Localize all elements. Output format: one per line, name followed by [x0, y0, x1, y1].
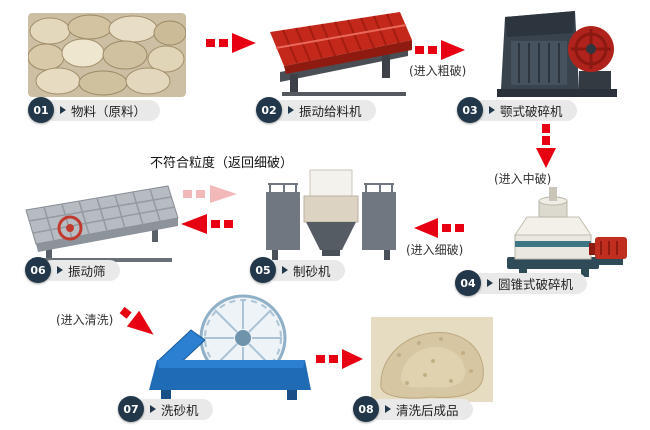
- step-label-pill: 清洗后成品: [369, 398, 473, 420]
- step-08-finished-product: 08 清洗后成品: [353, 396, 473, 422]
- flow-arrow-03-04-down: [536, 124, 556, 168]
- step-label-pill: 物料（原料）: [44, 99, 161, 121]
- step-label: 圆锥式破碎机: [498, 276, 574, 292]
- step-number-badge: 01: [28, 97, 54, 123]
- step-label-pill: 颚式破碎机: [473, 99, 577, 121]
- sand-making-machine-image: [260, 158, 402, 263]
- step-label: 振动给料机: [299, 103, 362, 119]
- vibrating-feeder-image: [262, 10, 414, 98]
- chevron-icon: [385, 405, 391, 413]
- note-enter-fine-crushing: (进入细破): [406, 243, 464, 257]
- step-04-cone-crusher: 04 圆锥式破碎机: [455, 270, 588, 296]
- step-05-sand-maker: 05 制砂机: [250, 257, 345, 283]
- step-07-sand-washer: 07 洗砂机: [118, 396, 213, 422]
- note-enter-medium-crushing: (进入中破): [494, 172, 552, 186]
- step-label-pill: 振动给料机: [272, 99, 376, 121]
- flow-arrow-01-02: [206, 33, 258, 53]
- chevron-icon: [489, 106, 495, 114]
- finished-sand-photo: [371, 317, 493, 402]
- flow-arrow-04-05-left: [412, 218, 464, 238]
- step-number-badge: 07: [118, 396, 144, 422]
- note-enter-washing: (进入清洗): [56, 313, 114, 327]
- return-arrow-06-05: [183, 185, 239, 203]
- step-number-badge: 03: [457, 97, 483, 123]
- flow-arrow-05-06-left: [179, 214, 235, 234]
- step-label: 颚式破碎机: [500, 103, 563, 119]
- step-label: 清洗后成品: [396, 402, 459, 418]
- step-01-raw-material: 01 物料（原料）: [28, 97, 161, 123]
- step-03-jaw-crusher: 03 颚式破碎机: [457, 97, 577, 123]
- chevron-icon: [487, 279, 493, 287]
- chevron-icon: [282, 266, 288, 274]
- step-02-vibrating-feeder: 02 振动给料机: [256, 97, 376, 123]
- step-number-badge: 06: [25, 257, 51, 283]
- step-label: 物料（原料）: [71, 103, 147, 119]
- chevron-icon: [150, 405, 156, 413]
- flow-arrow-07-08: [316, 349, 364, 369]
- chevron-icon: [288, 106, 294, 114]
- cone-crusher-image: [489, 183, 632, 278]
- vibrating-screen-image: [20, 176, 183, 262]
- step-label-pill: 振动筛: [41, 259, 120, 281]
- raw-material-photo: [28, 13, 186, 97]
- jaw-crusher-image: [487, 3, 624, 99]
- note-enter-coarse-crushing: (进入粗破): [409, 64, 467, 78]
- sand-washer-image: [147, 294, 314, 404]
- note-return-fine-crushing: 不符合粒度（返回细破）: [150, 156, 294, 171]
- flow-arrow-06-07-diagonal: [116, 302, 165, 346]
- step-06-vibrating-screen: 06 振动筛: [25, 257, 120, 283]
- step-number-badge: 05: [250, 257, 276, 283]
- flow-arrow-02-03: [415, 40, 467, 60]
- step-label-pill: 制砂机: [266, 259, 345, 281]
- step-label: 振动筛: [68, 263, 106, 279]
- step-number-badge: 04: [455, 270, 481, 296]
- step-label: 洗砂机: [161, 402, 199, 418]
- step-label: 制砂机: [293, 263, 331, 279]
- step-number-badge: 02: [256, 97, 282, 123]
- chevron-icon: [60, 106, 66, 114]
- step-number-badge: 08: [353, 396, 379, 422]
- step-label-pill: 洗砂机: [134, 398, 213, 420]
- chevron-icon: [57, 266, 63, 274]
- step-label-pill: 圆锥式破碎机: [471, 272, 588, 294]
